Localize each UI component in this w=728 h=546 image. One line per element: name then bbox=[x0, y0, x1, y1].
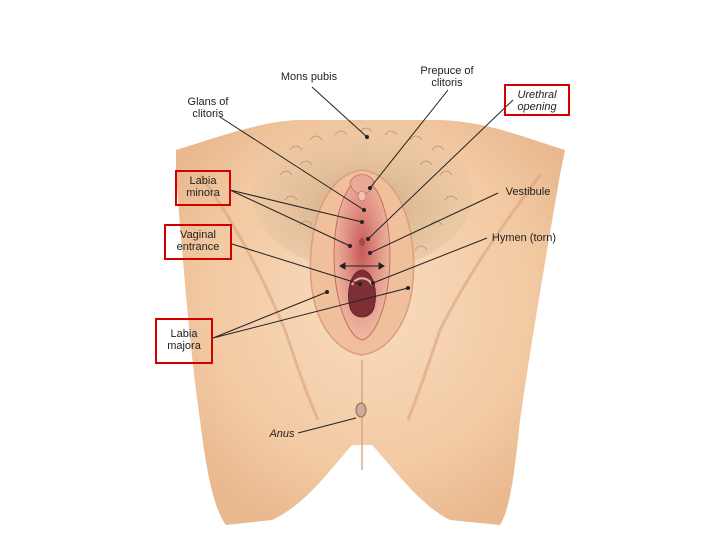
glans-shape bbox=[357, 190, 367, 202]
label-labia-minora-line2: minora bbox=[186, 187, 220, 199]
label-urethral-line1: Urethral bbox=[517, 89, 557, 101]
hymen-shape bbox=[351, 277, 373, 286]
label-vestibule: Vestibule bbox=[505, 186, 551, 198]
left-crease bbox=[198, 174, 320, 421]
label-vaginal-line1: Vaginal bbox=[180, 229, 216, 241]
label-urethral-opening: Urethral opening bbox=[504, 84, 570, 116]
label-mons-pubis: Mons pubis bbox=[280, 71, 338, 83]
label-labia-majora: Labia majora bbox=[155, 318, 213, 364]
label-prepuce-line1: Prepuce of bbox=[420, 65, 474, 77]
vaginal-opening-shape bbox=[348, 269, 376, 318]
label-anus: Anus bbox=[269, 428, 295, 440]
label-urethral-line2: opening bbox=[517, 101, 557, 113]
right-crease bbox=[406, 174, 542, 421]
label-glans-line2: clitoris bbox=[192, 108, 224, 120]
label-glans-of-clitoris: Glans of clitoris bbox=[180, 96, 236, 120]
label-vaginal-entrance: Vaginal entrance bbox=[164, 224, 232, 260]
label-labia-majora-line2: majora bbox=[167, 340, 201, 352]
urethral-shape bbox=[359, 238, 365, 246]
label-hymen: Hymen (torn) bbox=[491, 232, 557, 244]
label-prepuce-of-clitoris: Prepuce of clitoris bbox=[412, 65, 482, 89]
vestibule-arrow bbox=[339, 262, 385, 270]
label-prepuce-line2: clitoris bbox=[431, 77, 463, 89]
label-labia-minora: Labia minora bbox=[175, 170, 231, 206]
leader-lines bbox=[212, 86, 514, 434]
leader-dots bbox=[325, 135, 410, 294]
label-glans-line1: Glans of bbox=[187, 96, 229, 108]
anus-shape bbox=[355, 402, 367, 418]
label-vaginal-line2: entrance bbox=[176, 241, 220, 253]
label-labia-majora-line1: Labia bbox=[170, 328, 198, 340]
label-labia-minora-line1: Labia bbox=[189, 175, 217, 187]
prepuce-shape bbox=[349, 174, 375, 195]
